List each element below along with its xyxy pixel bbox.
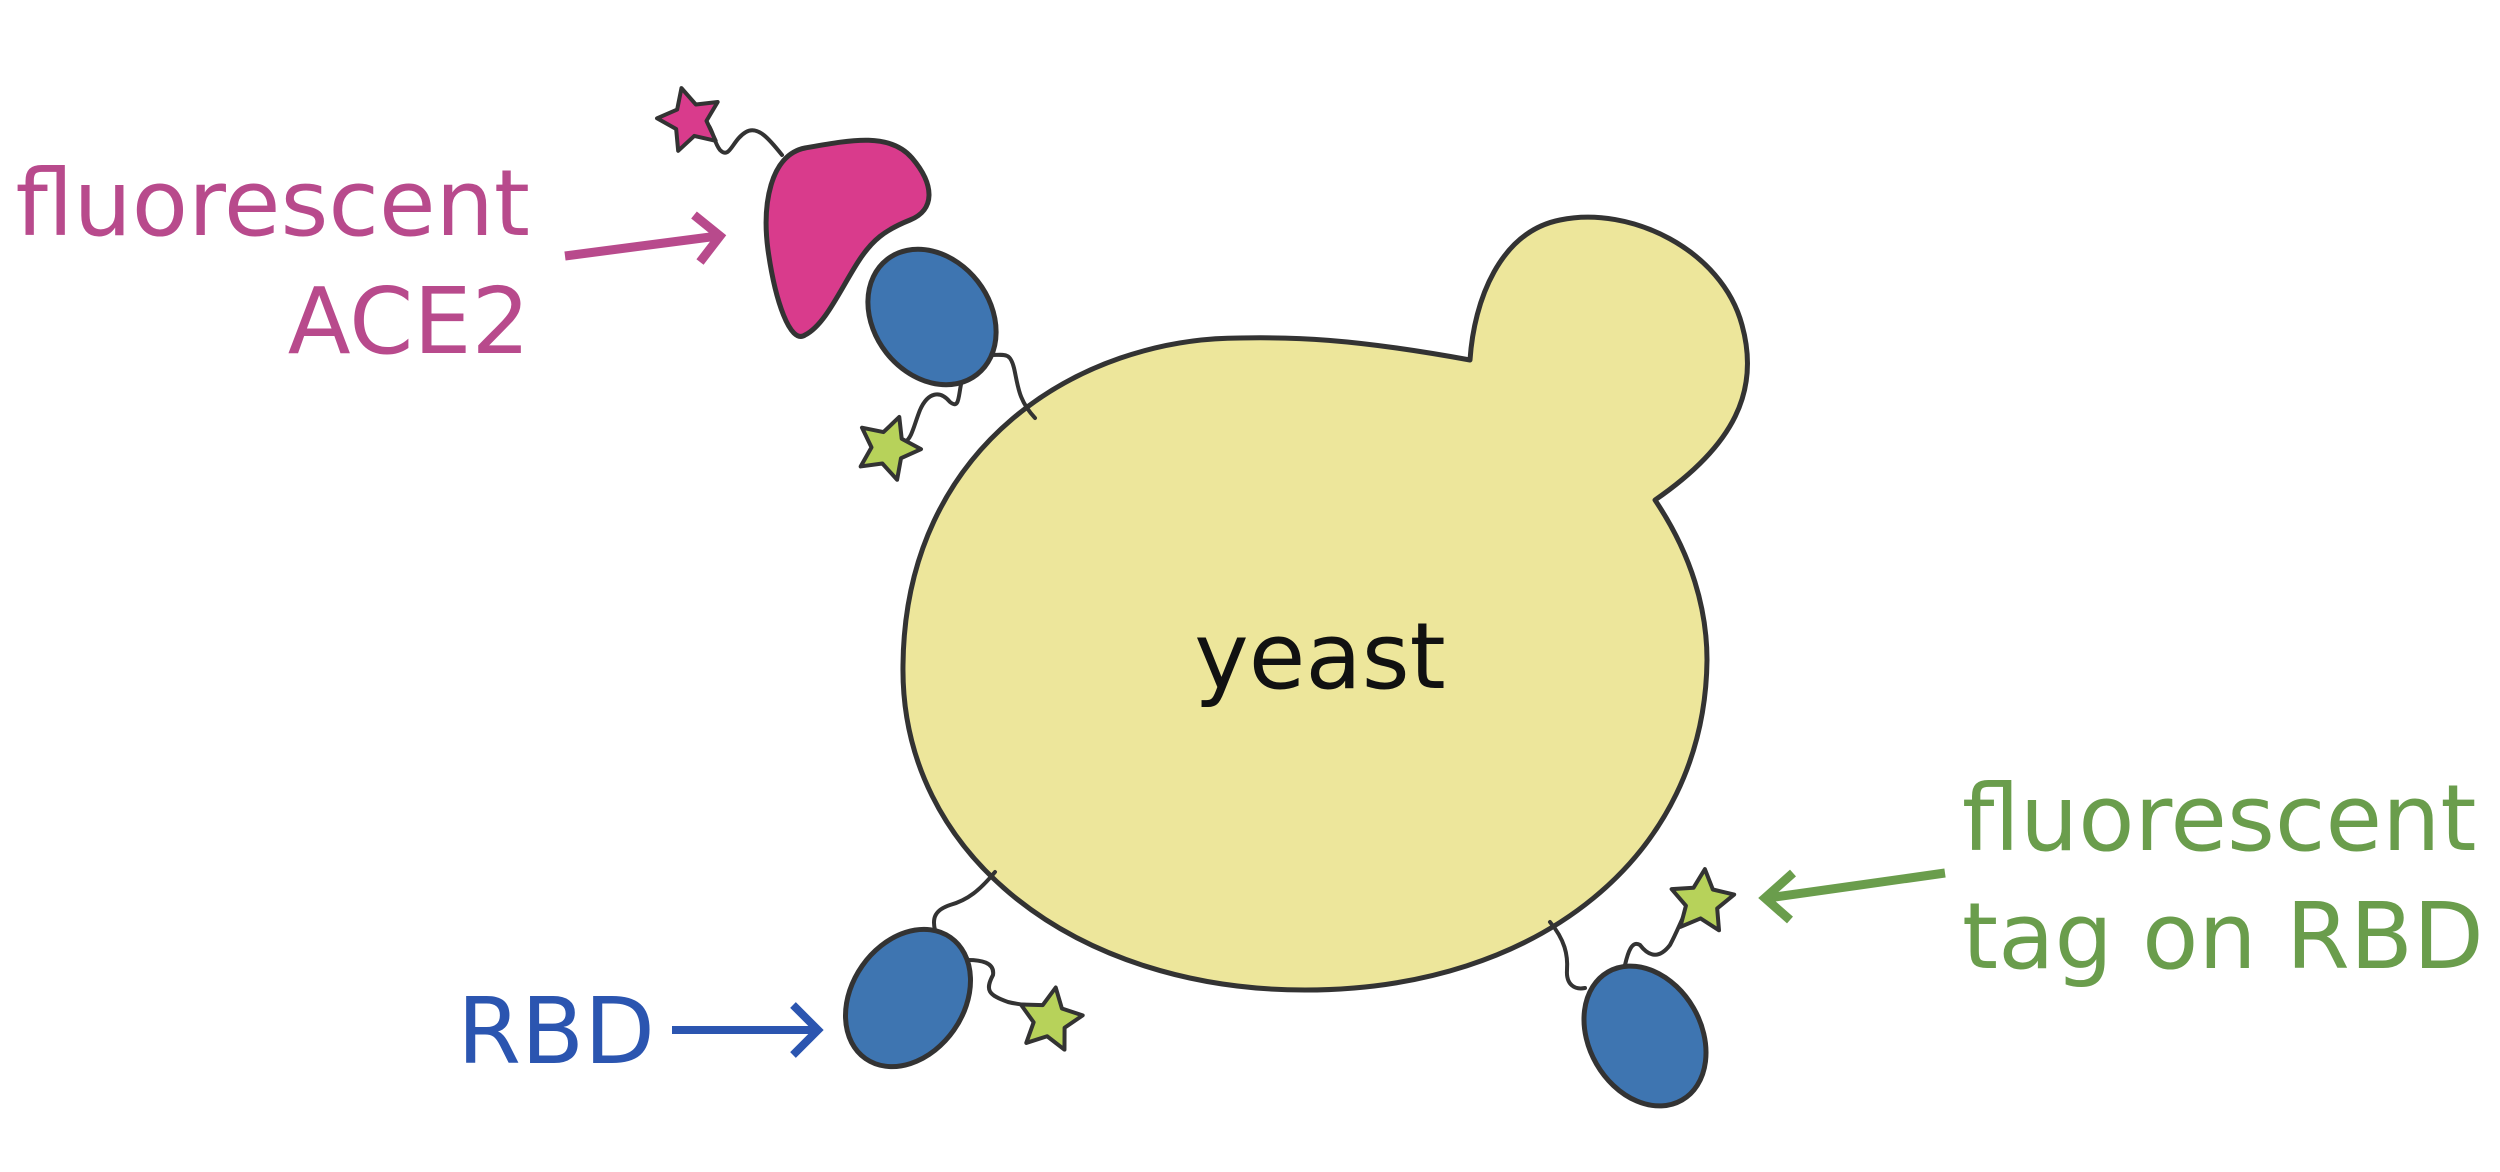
tether-bottom-right-tag xyxy=(1625,908,1688,965)
rbd-domain-bottom-right xyxy=(1560,944,1731,1128)
tether-bottom-right-rbd-cell xyxy=(1550,922,1585,988)
ace2-label-line2: ACE2 xyxy=(288,268,530,375)
ace2-label-line1: fluorescent xyxy=(16,150,530,257)
tether-bottom-left-tag xyxy=(968,960,1040,1007)
tether-bottom-left-rbd-cell xyxy=(934,872,995,930)
tether-top-rbd-cell xyxy=(990,355,1035,418)
rbd-arrow xyxy=(672,1005,818,1055)
rbd-label: RBD xyxy=(457,978,655,1085)
tag-star-icon-bottom-right xyxy=(1668,866,1736,931)
tag-label-line2: tag on RBD xyxy=(1962,883,2484,990)
cell-label: yeast xyxy=(1194,603,1445,710)
tag-label-line1: fluorescent xyxy=(1962,765,2476,872)
rbd-domain-bottom-left xyxy=(820,905,997,1090)
ace2-arrow xyxy=(565,215,720,262)
rbd-domain-top xyxy=(841,224,1022,410)
tag-star-icon-bottom-left xyxy=(1014,982,1086,1052)
tether-top-tag xyxy=(905,380,962,442)
tag-arrow xyxy=(1765,873,1945,920)
